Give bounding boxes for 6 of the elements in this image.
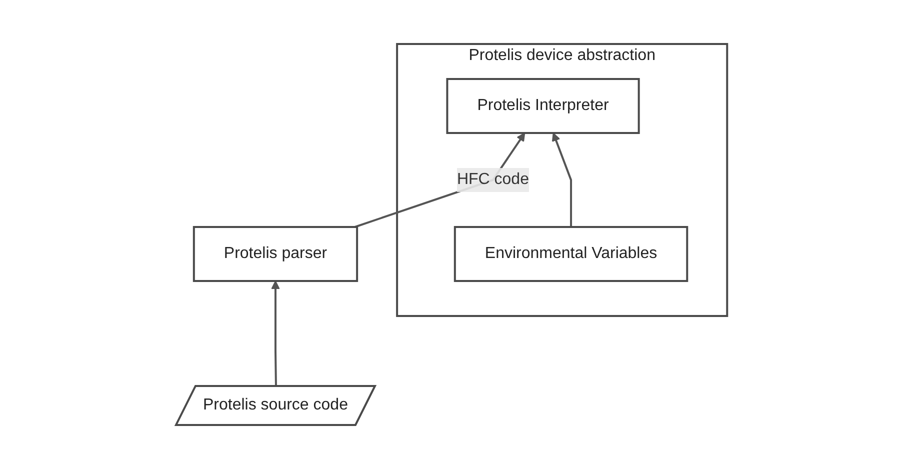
node-box: Protelis Interpreter [446,78,640,134]
edge-label: HFC code [457,170,530,188]
arrow [272,280,280,386]
node-box: Environmental Variables [454,226,689,282]
arrow [552,132,572,227]
node-box: Protelis parser [193,226,358,282]
